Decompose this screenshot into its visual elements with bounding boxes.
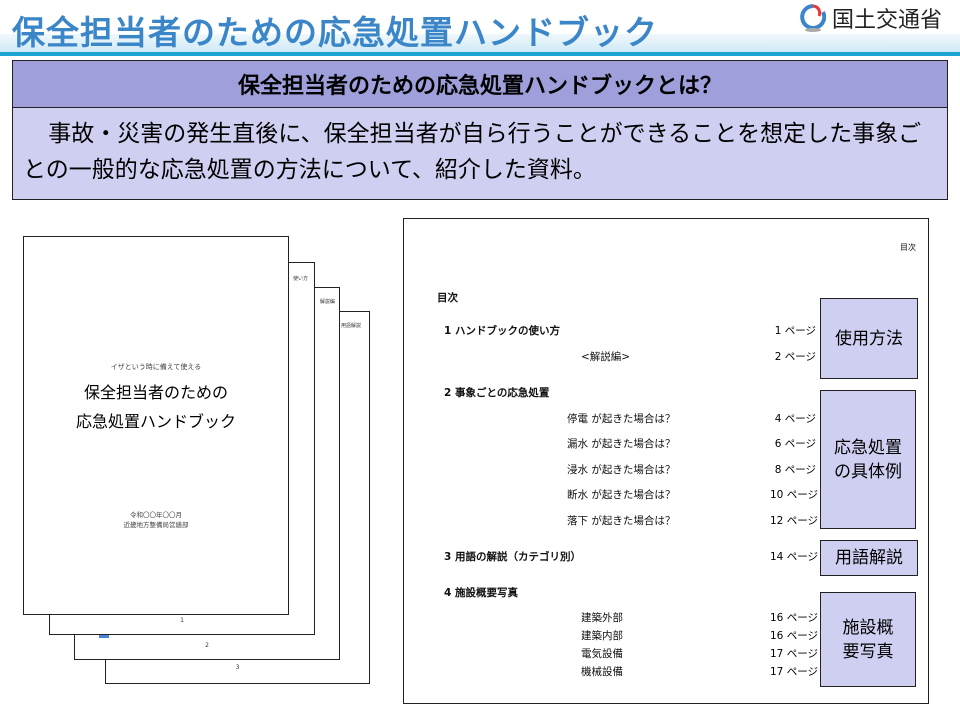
toc-page-number: 10 ページ bbox=[770, 489, 818, 501]
toc-page-number: 17 ページ bbox=[770, 666, 818, 678]
toc-entry: 停電 が起きた場合は？ bbox=[567, 413, 676, 425]
toc-entry: 建築外部 bbox=[581, 612, 623, 624]
header-rule bbox=[0, 52, 960, 56]
mlit-emblem-icon bbox=[800, 4, 826, 32]
cover-subtitle: イザという時に備えて使える bbox=[110, 363, 202, 371]
cover-org: 近畿地方整備局営繕部 bbox=[123, 521, 189, 529]
toc-page-number: 16 ページ bbox=[770, 612, 818, 624]
intro-body: 事故・災害の発生直後に、保全担当者が自ら行うことができることを想定した事象ごとの… bbox=[13, 108, 947, 199]
intro-box: 保全担当者のための応急処置ハンドブックとは？ 事故・災害の発生直後に、保全担当者… bbox=[12, 60, 948, 200]
toc-page-header: 目次 bbox=[900, 243, 916, 252]
toc-page-number: 2 ページ bbox=[774, 351, 816, 363]
toc-entry: <解説編> bbox=[581, 351, 631, 363]
toc-document: 目次 目次 1 ハンドブックの使い方 1 ページ <解説編> 2 ページ 2 事象ごとの… bbox=[403, 218, 929, 704]
toc-page-number: 6 ページ bbox=[774, 438, 816, 450]
toc-entry: 建築内部 bbox=[581, 630, 623, 642]
page-number: 1 bbox=[180, 617, 184, 624]
toc-page-number: 8 ページ bbox=[774, 464, 816, 476]
page-number: 2 bbox=[205, 642, 209, 649]
toc-entry: 浸水 が起きた場合は？ bbox=[567, 464, 676, 476]
toc-entry: 断水 が起きた場合は？ bbox=[567, 489, 676, 501]
toc-entry: 落下 が起きた場合は？ bbox=[567, 515, 676, 527]
intro-heading: 保全担当者のための応急処置ハンドブックとは？ bbox=[13, 61, 947, 108]
toc-entry: 1 ハンドブックの使い方 bbox=[444, 325, 560, 337]
toc-page-number: 1 ページ bbox=[774, 325, 816, 337]
page-title: 保全担当者のための応急処置ハンドブック bbox=[12, 13, 658, 52]
toc-page-number: 14 ページ bbox=[770, 551, 818, 563]
toc-title: 目次 bbox=[437, 292, 458, 304]
cover-page: イザという時に備えて使える 保全担当者のための 応急処置ハンドブック 令和〇〇年… bbox=[23, 236, 289, 615]
toc-page-number: 16 ページ bbox=[770, 630, 818, 642]
page-number: 3 bbox=[235, 664, 240, 671]
cover-date: 令和〇〇年〇〇月 bbox=[130, 511, 182, 519]
label-usage: 使用方法 bbox=[820, 298, 918, 379]
toc-entry: 機械設備 bbox=[581, 666, 623, 678]
toc-entry: 2 事象ごとの応急処置 bbox=[444, 387, 550, 399]
toc-entry: 3 用語の解説（カテゴリ別） bbox=[444, 551, 581, 563]
toc-page-number: 12 ページ bbox=[770, 515, 818, 527]
cover-title-1: 保全担当者のための bbox=[83, 383, 228, 402]
label-glossary: 用語解説 bbox=[820, 540, 918, 576]
mlit-logo: 国土交通省 bbox=[800, 2, 942, 34]
toc-entry: 漏水 が起きた場合は？ bbox=[567, 438, 676, 450]
label-photos: 施設概要写真 bbox=[820, 592, 916, 687]
toc-page-number: 4 ページ bbox=[774, 413, 816, 425]
cover-title-2: 応急処置ハンドブック bbox=[75, 412, 236, 431]
logo-text: 国土交通省 bbox=[832, 8, 943, 33]
page-tab: 用語解説 bbox=[340, 323, 361, 329]
page-tab: 解説編 bbox=[319, 299, 335, 305]
toc-entry: 4 施設概要写真 bbox=[444, 587, 518, 599]
label-examples: 応急処置の具体例 bbox=[820, 390, 916, 529]
page-marker bbox=[99, 632, 109, 638]
toc-page-number: 17 ページ bbox=[770, 648, 818, 660]
header-band bbox=[0, 34, 960, 52]
page-tab: 使い方 bbox=[292, 276, 308, 282]
toc-entry: 電気設備 bbox=[581, 648, 623, 660]
